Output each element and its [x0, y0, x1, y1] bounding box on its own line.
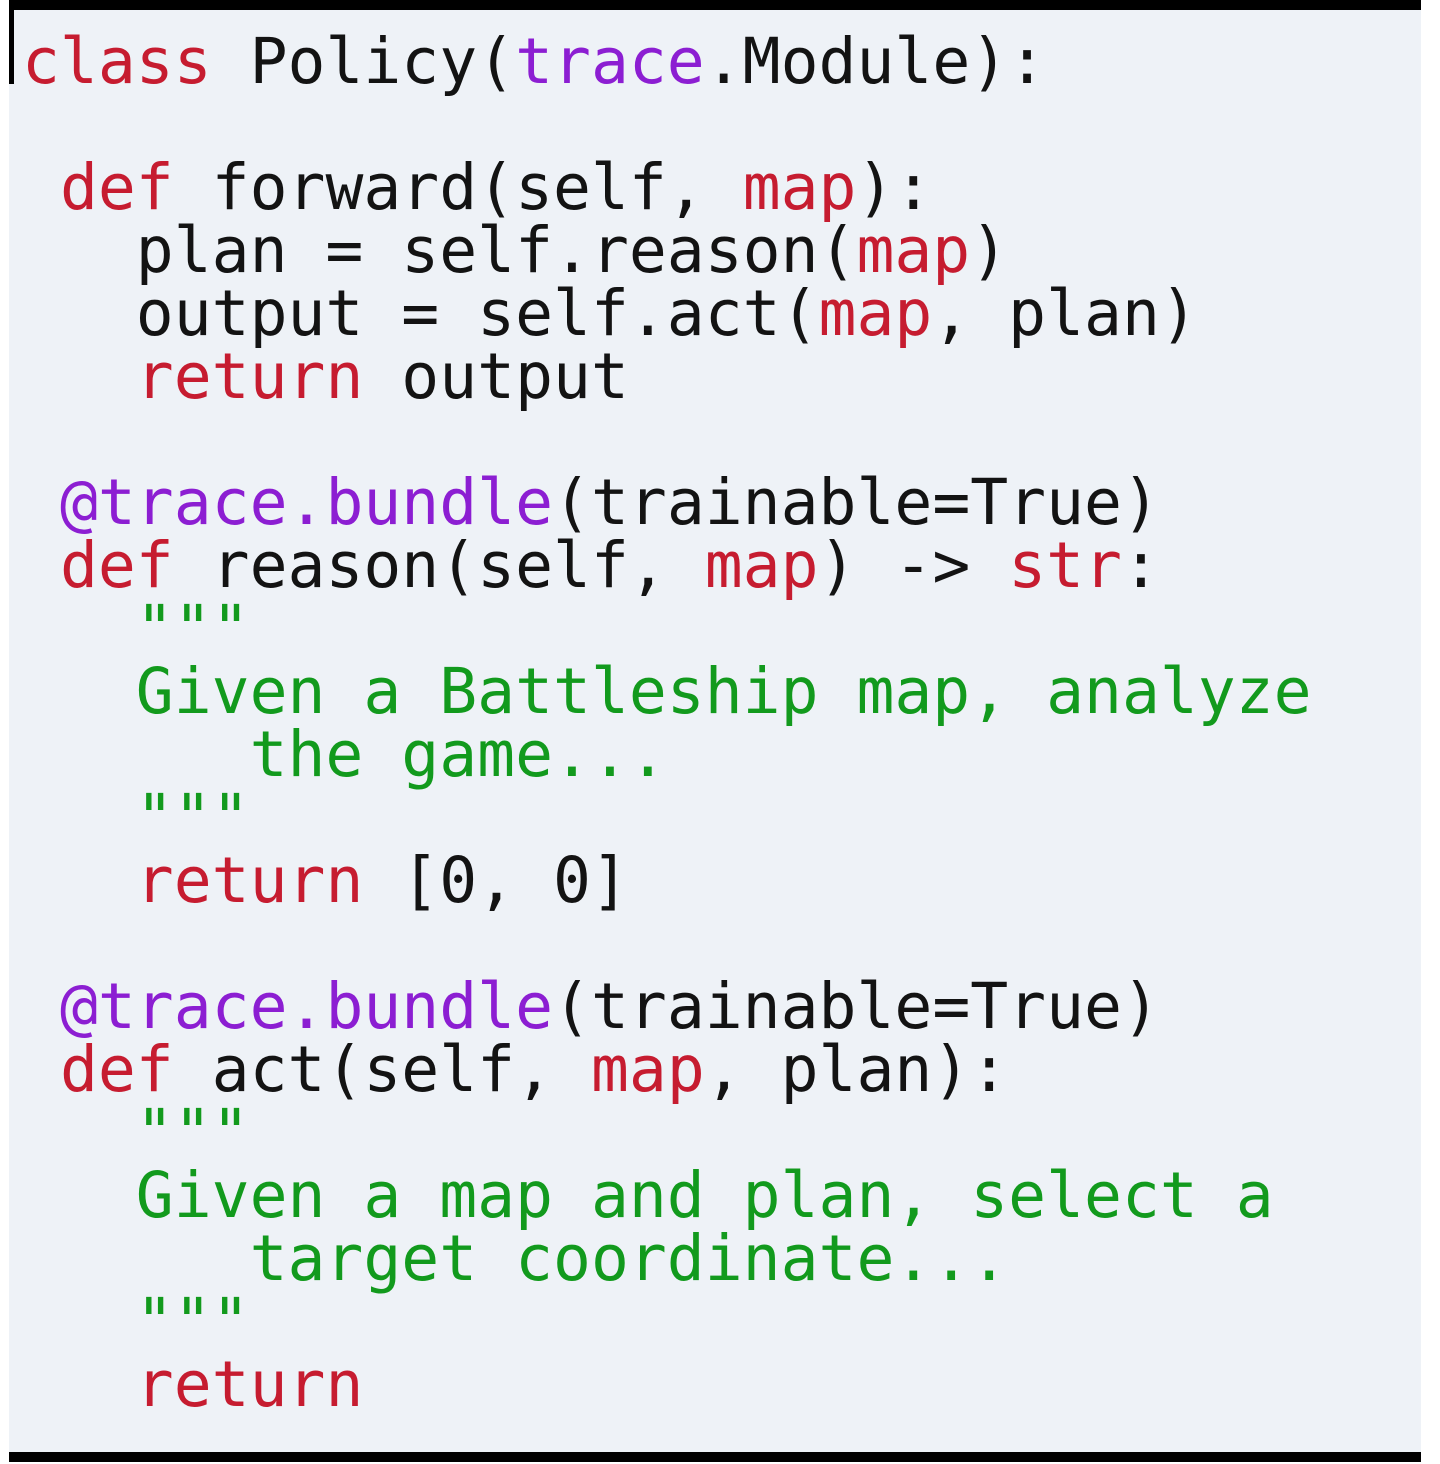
code-token: , plan):: [704, 1033, 1009, 1106]
code-token: ) ->: [818, 529, 1009, 602]
code-token: [22, 844, 136, 917]
code-token: ): [970, 214, 1009, 287]
code-token: Policy(: [211, 25, 516, 98]
code-token: map: [856, 214, 971, 287]
code-token: [22, 1348, 136, 1421]
left-border-stub: [9, 10, 14, 84]
code-token: plan = self.reason(: [22, 214, 857, 287]
code-token: the game...: [22, 718, 667, 791]
code-token: return: [135, 844, 364, 917]
code-token: return: [135, 1348, 364, 1421]
code-token: output: [363, 340, 629, 413]
code-token: def: [59, 151, 174, 224]
code-token: ):: [856, 151, 933, 224]
code-token: .Module):: [704, 25, 1047, 98]
code-token: output = self.act(: [22, 277, 819, 350]
code-token: """: [22, 592, 250, 665]
code-token: map: [704, 529, 819, 602]
code-token: (trainable=True): [553, 970, 1160, 1043]
code-token: (trainable=True): [553, 466, 1160, 539]
code-token: act(self,: [173, 1033, 591, 1106]
code-token: return: [135, 340, 364, 413]
code-token: Given a map and plan, select a: [22, 1159, 1274, 1232]
code-token: target coordinate...: [22, 1222, 1009, 1295]
code-token: forward(self,: [173, 151, 743, 224]
code-token: def: [59, 529, 174, 602]
code-token: [0, 0]: [363, 844, 629, 917]
code-token: map: [742, 151, 857, 224]
code-token: reason(self,: [173, 529, 705, 602]
code-token: :: [1122, 529, 1160, 602]
code-token: class: [22, 25, 212, 98]
code-token: """: [22, 781, 250, 854]
code-token: str: [1008, 529, 1122, 602]
code-token: Given a Battleship map, analyze: [22, 655, 1312, 728]
code-token: , plan): [932, 277, 1198, 350]
code-block: class Policy(trace.Module): def forward(…: [9, 10, 1421, 1416]
code-token: map: [818, 277, 933, 350]
code-token: """: [22, 1096, 250, 1169]
code-token: map: [590, 1033, 705, 1106]
code-panel: class Policy(trace.Module): def forward(…: [9, 0, 1421, 1462]
code-token: """: [22, 1285, 250, 1358]
code-token: def: [59, 1033, 174, 1106]
code-token: @trace.bundle: [59, 466, 554, 539]
code-token: @trace.bundle: [59, 970, 554, 1043]
code-token: trace: [515, 25, 705, 98]
code-token: [22, 340, 136, 413]
